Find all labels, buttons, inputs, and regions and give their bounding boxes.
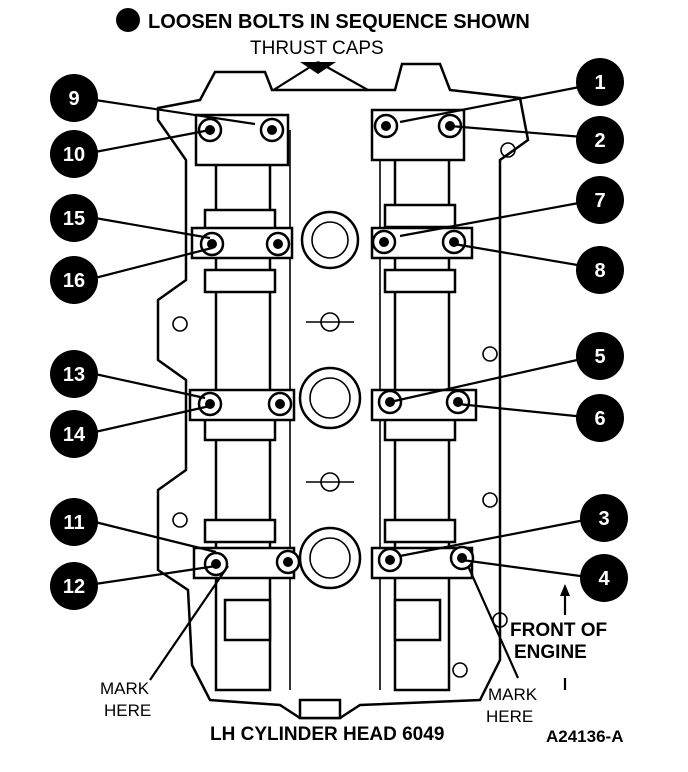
callout-1: [576, 58, 624, 106]
callout-4-label: 4: [598, 568, 610, 590]
thrust-caps-arrowhead: [300, 62, 336, 74]
callout-10-label: 10: [63, 144, 85, 166]
mark-here-right-leader: [466, 565, 520, 679]
callout-11-label: 11: [63, 512, 84, 534]
callout-16: [50, 256, 98, 304]
callout-5-label: 5: [594, 346, 605, 368]
title-bullet-icon: [116, 8, 140, 32]
callout-11: [50, 498, 98, 546]
mark-here-right-line2: HERE: [486, 707, 533, 726]
callout-12: [50, 562, 98, 610]
callout-2-label: 2: [594, 130, 605, 152]
diagram-caption: LH CYLINDER HEAD 6049: [210, 724, 444, 745]
callout-9-label: 9: [68, 88, 79, 110]
callout-4: [580, 554, 628, 602]
callout-3: [580, 494, 628, 542]
mark-here-left-leader: [149, 565, 229, 681]
callout-13: [50, 350, 98, 398]
callout-13-label: 13: [63, 364, 85, 386]
callout-15-label: 15: [63, 208, 85, 230]
callout-2: [576, 116, 624, 164]
callout-8-label: 8: [594, 260, 605, 282]
front-of-engine-line2: ENGINE: [514, 642, 587, 663]
callout-1-label: 1: [594, 72, 605, 94]
leader-lines: [94, 82, 596, 586]
mark-here-right-line1: MARK: [488, 685, 538, 704]
callout-14-label: 14: [63, 424, 86, 446]
callout-6-label: 6: [594, 408, 605, 430]
callout-7-label: 7: [594, 190, 605, 212]
callout-5: [576, 332, 624, 380]
callout-15: [50, 194, 98, 242]
spark-plug-bores: [298, 210, 362, 590]
callout-14: [50, 410, 98, 458]
front-of-engine-line1: FRONT OF: [510, 620, 607, 641]
callout-7: [576, 176, 624, 224]
bolts: [197, 113, 475, 577]
callout-8: [576, 246, 624, 294]
callout-9: [50, 74, 98, 122]
thrust-caps-label: THRUST CAPS: [250, 38, 384, 59]
callout-12-label: 12: [63, 576, 85, 598]
callout-10: [50, 130, 98, 178]
mark-here-left-line1: MARK: [100, 679, 150, 698]
front-arrow-icon: [560, 584, 570, 596]
callout-3-label: 3: [598, 508, 609, 530]
mark-here-left-line2: HERE: [104, 701, 151, 720]
callout-16-label: 16: [63, 270, 85, 292]
callouts-left: 9 10 15 16 13 14 11 12: [50, 74, 98, 610]
page-title: LOOSEN BOLTS IN SEQUENCE SHOWN: [148, 11, 530, 33]
diagram-code: A24136-A: [546, 727, 624, 746]
callouts-right: 1 2 7 8 5 6 3 4: [576, 58, 628, 602]
callout-6: [576, 394, 624, 442]
